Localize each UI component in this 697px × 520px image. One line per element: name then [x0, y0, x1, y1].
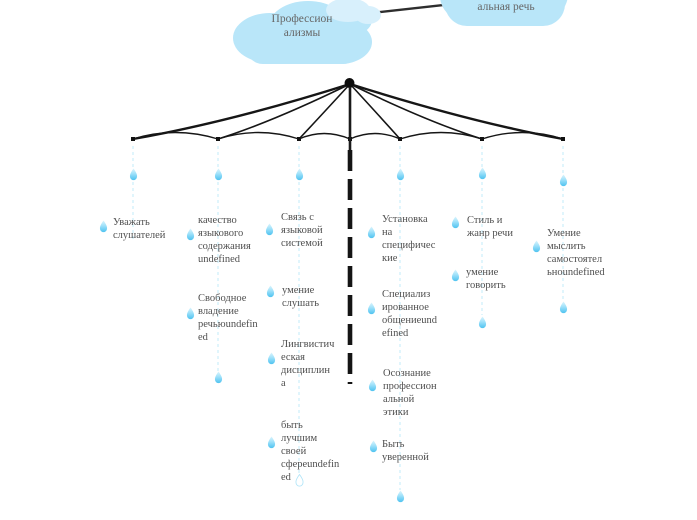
cloud-main-label[interactable]: Профессион ализмы: [271, 13, 333, 39]
node-label[interactable]: Умение мыслить самостоятел ьноundefined: [547, 228, 605, 278]
raindrop-icon: [396, 168, 404, 181]
raindrop-icon: [186, 228, 194, 241]
raindrop-outline-icon: [295, 473, 303, 487]
node-label[interactable]: Лингвистич еская дисциплин а: [281, 339, 335, 389]
cloud-secondary-label[interactable]: альная речь: [477, 1, 535, 13]
column-lines: [132, 146, 564, 490]
node-label[interactable]: Установка на специфичес кие: [382, 214, 436, 264]
node-label[interactable]: быть лучшим своей сфереundefin ed: [281, 420, 340, 483]
node-label[interactable]: Быть уверенной: [382, 439, 429, 463]
node-label[interactable]: Специализ ированное общениеund efined: [382, 289, 437, 339]
node-label[interactable]: Стиль и жанр речи: [467, 215, 513, 239]
node-label[interactable]: Осознание профессион альной этики: [383, 368, 437, 418]
node-label[interactable]: умение слушать: [282, 285, 320, 309]
raindrop-icon: [559, 174, 567, 187]
raindrop-icon: [99, 220, 107, 233]
node-label[interactable]: Уважать слушателей: [113, 217, 166, 241]
raindrop-icon: [214, 371, 222, 384]
raindrop-icon: [186, 307, 194, 320]
raindrop-icon: [559, 301, 567, 314]
raindrop-icon: [451, 216, 459, 229]
raindrop-icon: [368, 379, 376, 392]
cloud-small-puff: [326, 0, 381, 24]
node-label[interactable]: Связь с языковой системой: [281, 212, 323, 249]
raindrop-icon: [129, 168, 137, 181]
node-label[interactable]: Свободное владение речьюundefin ed: [198, 293, 258, 343]
node-label[interactable]: умение говорить: [466, 267, 506, 291]
cloud-secondary[interactable]: [440, 0, 568, 26]
raindrop-icon: [478, 316, 486, 329]
cloud-connector-line: [361, 0, 500, 16]
raindrop-icon: [532, 240, 540, 253]
raindrop-icon: [265, 223, 273, 236]
raindrop-icon: [451, 269, 459, 282]
umbrella-canopy: [131, 78, 565, 141]
raindrop-icon: [396, 490, 404, 503]
raindrop-icon: [367, 302, 375, 315]
node-label[interactable]: качество языкового содержания undefined: [198, 215, 251, 265]
raindrop-icon: [267, 352, 275, 365]
raindrop-icon: [267, 436, 275, 449]
raindrop-icon: [266, 285, 274, 298]
raindrop-icon: [478, 167, 486, 180]
raindrop-icon: [214, 168, 222, 181]
raindrop-icon: [295, 168, 303, 181]
raindrop-icon: [369, 440, 377, 453]
raindrop-icon: [367, 226, 375, 239]
